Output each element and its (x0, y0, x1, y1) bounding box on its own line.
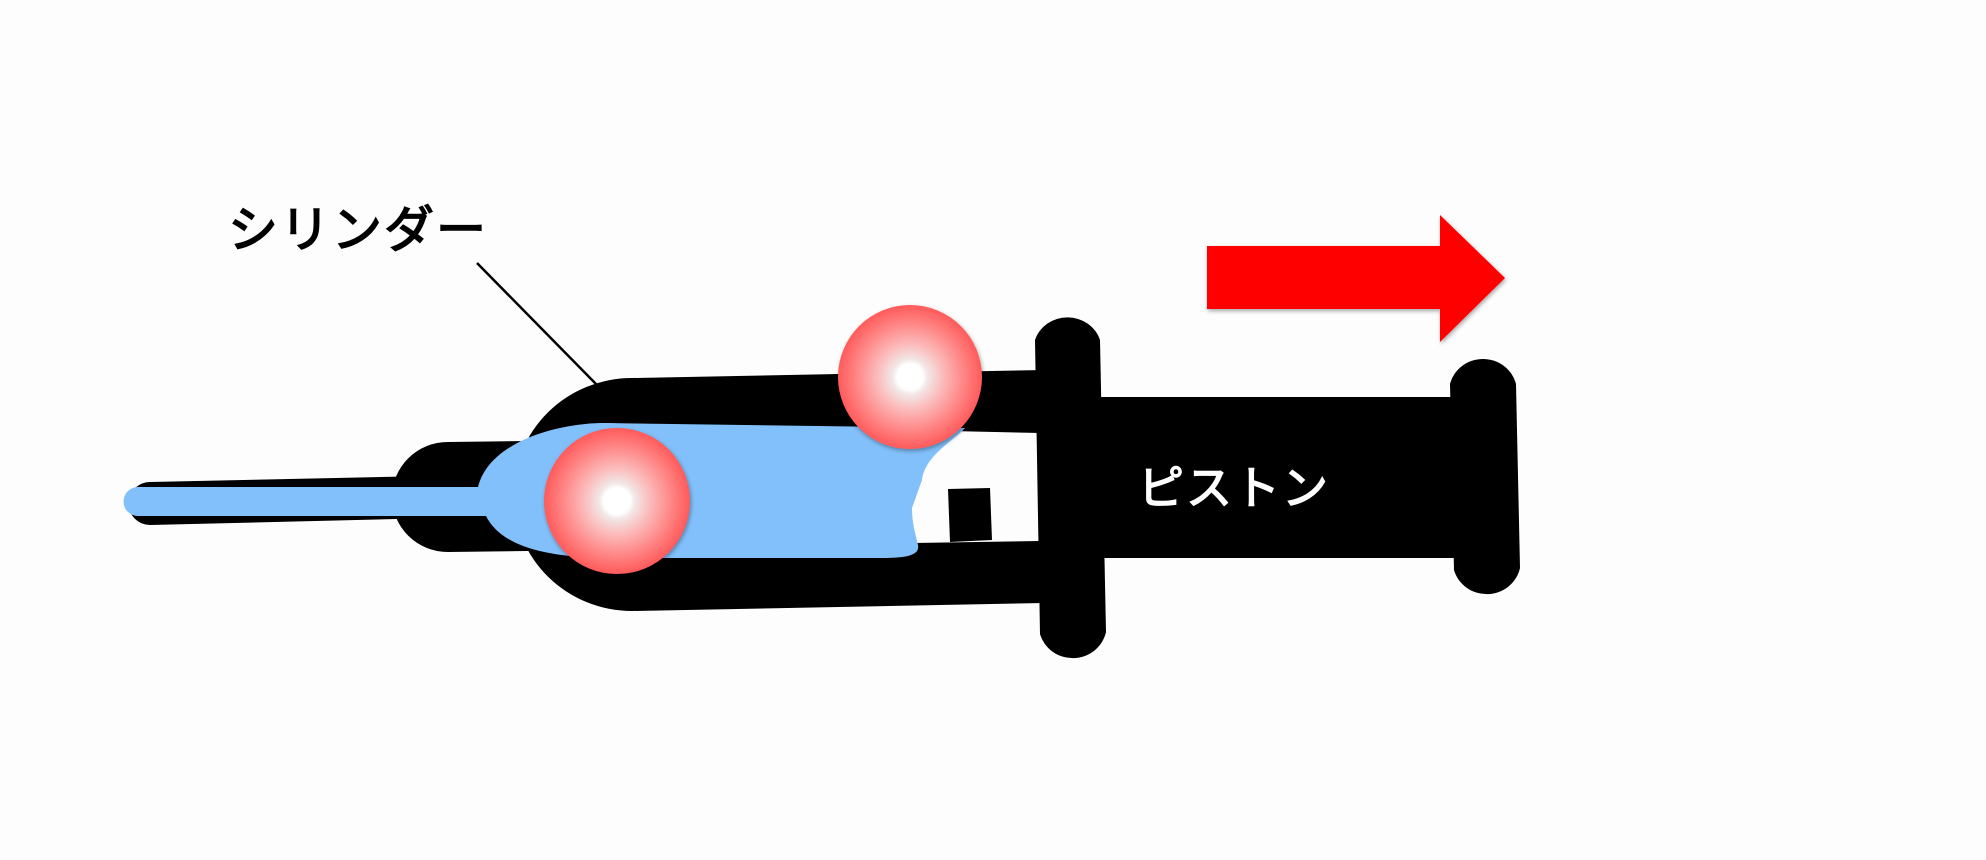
piston-rod (1100, 397, 1460, 558)
cylinder-label: シリンダー (228, 201, 488, 259)
plunger-stub (948, 488, 992, 542)
piston-head (1450, 358, 1520, 595)
cylinder-flange (1035, 317, 1106, 659)
particle (544, 428, 690, 574)
piston-label: ピストン (1138, 461, 1330, 515)
pull-direction-arrow-icon (1207, 215, 1505, 342)
particle (838, 305, 982, 449)
fluid (123, 423, 965, 558)
cylinder-leader-line (476, 262, 597, 385)
